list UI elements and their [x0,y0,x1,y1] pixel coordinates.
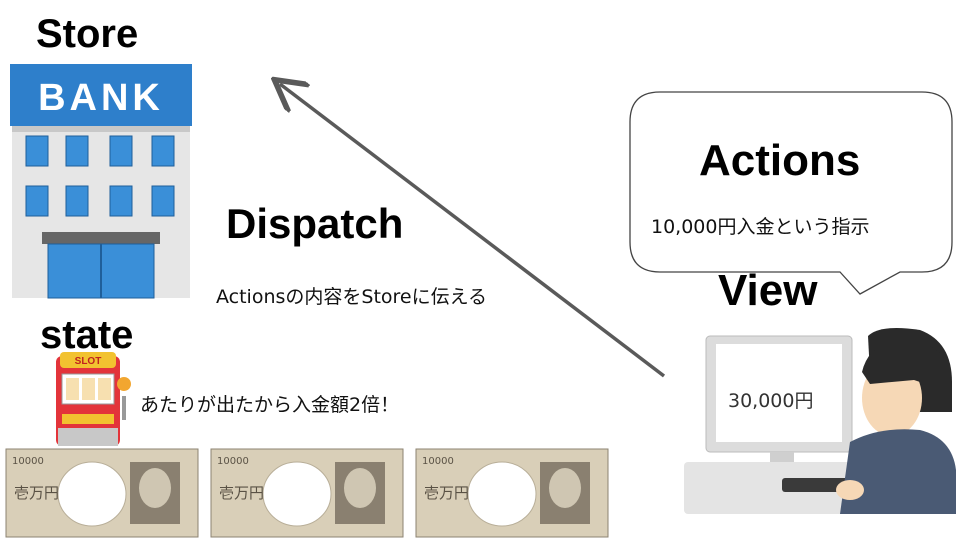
actions-description: 10,000円入金という指示 [651,216,870,238]
store-title: Store [36,12,139,56]
banknote-1 [5,448,199,538]
banknote-3 [415,448,609,538]
state-title: state [40,313,134,357]
banknote-2-label: 壱万円 [219,484,264,502]
monitor-screen-value: 30,000円 [728,390,814,412]
view-title: View [718,266,818,315]
slot-machine-icon: SLOT [56,352,131,446]
bank-sign-text: BANK [38,77,164,119]
banknote-3-label: 壱万円 [424,484,469,502]
computer-user-icon [684,328,956,514]
dispatch-description: Actionsの内容をStoreに伝える [216,286,488,308]
actions-title: Actions [699,136,861,185]
banknote-1-label: 壱万円 [14,484,59,502]
banknote-1-denom: 10000 [12,456,44,467]
banknote-2-denom: 10000 [217,456,249,467]
banknote-3-denom: 10000 [422,456,454,467]
state-description: あたりが出たから入金額2倍！ [140,394,400,416]
slot-sign-text: SLOT [75,356,102,367]
dispatch-arrow [280,84,666,378]
dispatch-title: Dispatch [226,200,404,247]
bank-building-icon: BANK [10,64,192,299]
banknote-2 [210,448,404,538]
banknote-group: 10000 壱万円 10000 壱万円 10000 壱万円 [5,448,609,538]
speech-bubble [629,91,953,295]
